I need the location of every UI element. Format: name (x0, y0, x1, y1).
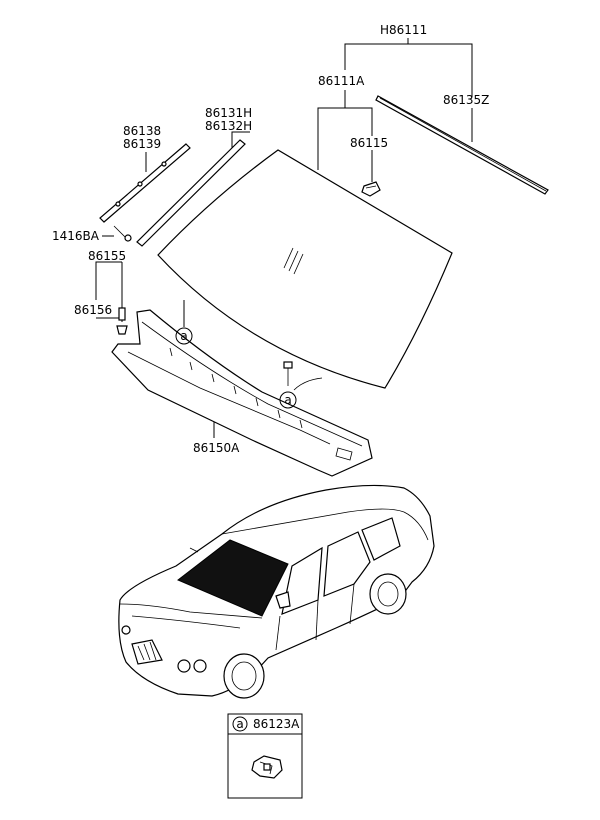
legend-part-number: 86123A (253, 717, 300, 731)
label-86156: 86156 (74, 303, 112, 317)
label-86135z: 86135Z (443, 93, 489, 107)
screw-1416ba (113, 225, 132, 242)
label-86138: 86138 (123, 124, 161, 138)
cowl-panel-86150a (111, 309, 373, 477)
sensor-wire (283, 361, 323, 391)
label-1416ba: 1416BA (52, 229, 100, 243)
label-86139: 86139 (123, 137, 161, 151)
label-h86111: H86111 (380, 23, 427, 37)
retainer-86138-86139 (99, 143, 191, 223)
fastener-86155 (118, 307, 126, 321)
label-86132h: 86132H (205, 119, 252, 133)
fastener-86156 (116, 325, 128, 335)
label-86115: 86115 (350, 136, 388, 150)
label-86155: 86155 (88, 249, 126, 263)
clip-86123a-drawing (251, 755, 283, 779)
part-labels: H86111 86111A 86135Z 86115 86131H 86132H… (52, 23, 489, 455)
legend-marker: a (236, 717, 243, 731)
car-illustration (118, 484, 435, 699)
label-86111a: 86111A (318, 74, 365, 88)
windshield-highlight (177, 539, 289, 617)
legend-box: a 86123A (227, 713, 303, 799)
clip-86115 (361, 181, 381, 197)
windshield-glass (157, 149, 453, 389)
svg-text:a: a (284, 393, 291, 407)
callout-a-1: a (175, 327, 193, 345)
moulding-86131h-86132h (136, 139, 246, 247)
weatherstrip-86135z (375, 95, 549, 195)
svg-text:a: a (180, 329, 187, 343)
label-86150a: 86150A (193, 441, 240, 455)
callout-a-2: a (279, 391, 297, 409)
label-86131h: 86131H (205, 106, 252, 120)
leader-lines (95, 38, 473, 438)
